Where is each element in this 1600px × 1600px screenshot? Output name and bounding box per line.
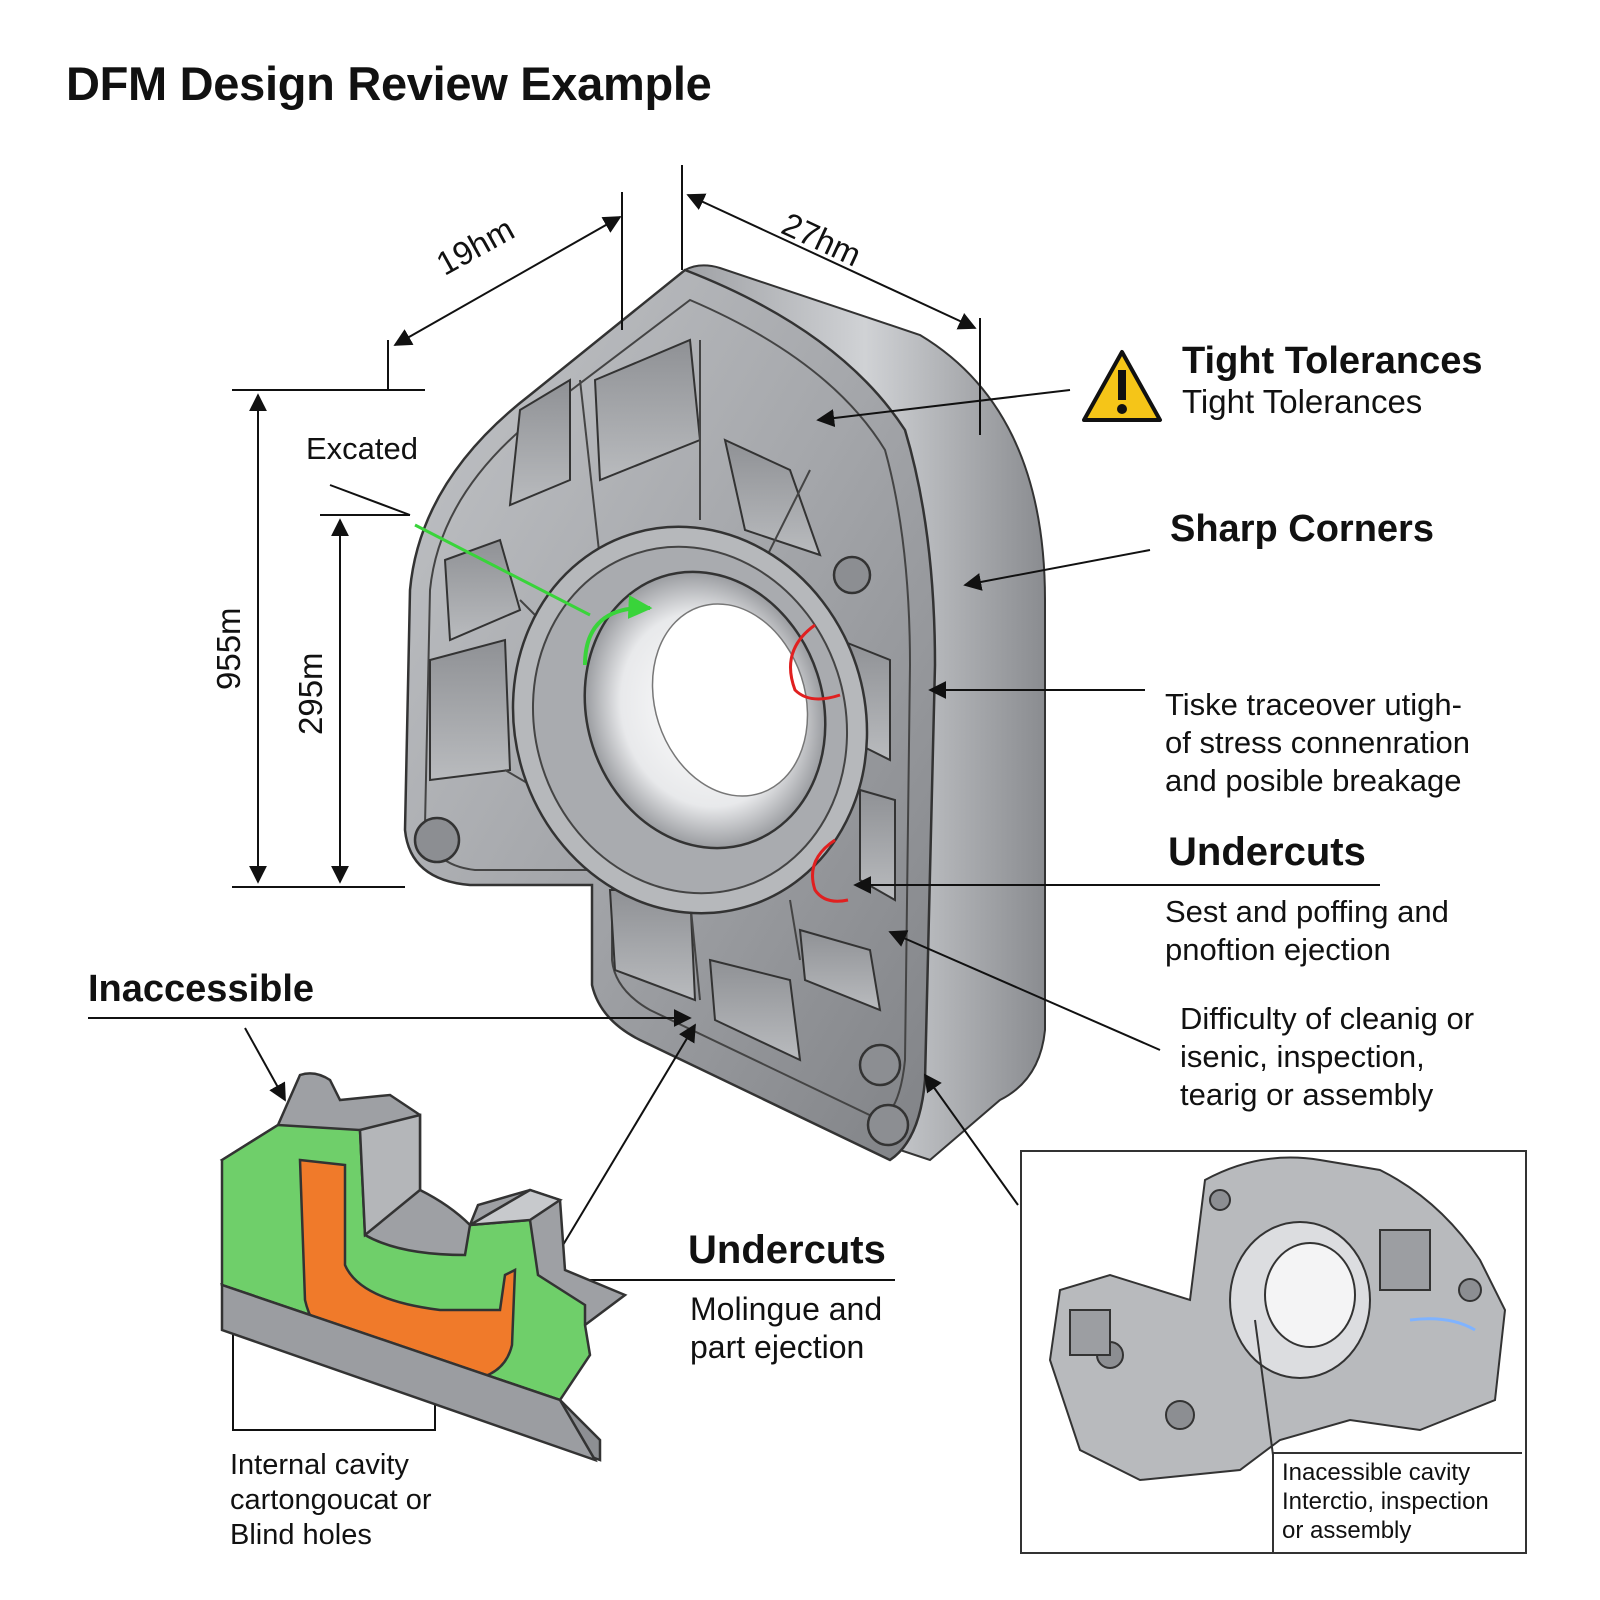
pocket (443, 538, 522, 642)
text-line: of stress connenration (1165, 725, 1471, 760)
text-line: Blind holes (230, 1519, 372, 1551)
page-title: DFM Design Review Example (66, 57, 712, 110)
difficulty-description: Difficulty of cleanig or isenic, inspect… (1180, 1000, 1474, 1114)
bracket-part (403, 264, 1046, 1162)
undercuts-bottom-description: Molingue and part ejection (690, 1290, 882, 1366)
excated-arc (583, 595, 653, 666)
warning-icon (1082, 350, 1162, 422)
text-line: Molingue and (690, 1291, 883, 1327)
inset-caption: Inacessible cavity Interctio, inspection… (1272, 1452, 1522, 1552)
text-line: isenic, inspection, (1180, 1039, 1425, 1074)
sharp-corners-heading: Sharp Corners (1170, 508, 1434, 550)
dim-label-height-inner: 295m (292, 652, 329, 735)
tight-tolerances-heading: Tight Tolerances (1182, 340, 1483, 382)
inset-part-drawing (1048, 1156, 1507, 1482)
tight-tolerances-subheading: Tight Tolerances (1182, 383, 1423, 420)
text-line: Inacessible cavity (1282, 1459, 1471, 1486)
text-line: Interctio, inspection (1282, 1488, 1489, 1515)
mount-holes (413, 555, 910, 1147)
inaccessible-heading: Inaccessible (88, 968, 315, 1010)
sharp-corners-description: Tiske traceover utigh- of stress connenr… (1165, 686, 1470, 800)
text-line: Sest and poffing and (1165, 894, 1449, 929)
pocket (508, 378, 571, 507)
text-line: pnoftion ejection (1165, 932, 1391, 967)
dim-label-height-outer: 955m (210, 607, 247, 690)
text-line: Difficulty of cleanig or (1180, 1001, 1475, 1036)
text-line: cartongoucat or (230, 1484, 432, 1516)
text-line: or assembly (1282, 1517, 1412, 1544)
sharp-corner-marker (789, 623, 841, 701)
text-line: Tiske traceover utigh- (1165, 687, 1462, 722)
pocket (798, 928, 882, 1012)
text-line: Internal cavity (230, 1449, 409, 1481)
leader-lines (88, 389, 1380, 1431)
inset-panel (1020, 1150, 1527, 1554)
undercuts-top-heading: Undercuts (1168, 830, 1366, 874)
cross-section (219, 1072, 628, 1463)
pocket (429, 638, 512, 782)
tight-tolerances-callout: Tight Tolerances Tight Tolerances (1182, 340, 1483, 421)
pocket (708, 958, 802, 1062)
undercut-marker (811, 838, 849, 903)
text-line: part ejection (690, 1329, 865, 1365)
pocket (859, 788, 896, 902)
undercuts-bottom-heading: Undercuts (688, 1228, 886, 1272)
pocket (723, 438, 822, 557)
excated-label: Excated (306, 431, 419, 466)
dimension-lines (232, 165, 981, 888)
text-line: tearig or assembly (1180, 1077, 1434, 1112)
text-line: and posible breakage (1165, 763, 1462, 798)
undercuts-top-description: Sest and poffing and pnoftion ejection (1165, 893, 1449, 969)
excated-leader (414, 523, 591, 617)
internal-cavity-description: Internal cavity cartongoucat or Blind ho… (230, 1448, 432, 1553)
